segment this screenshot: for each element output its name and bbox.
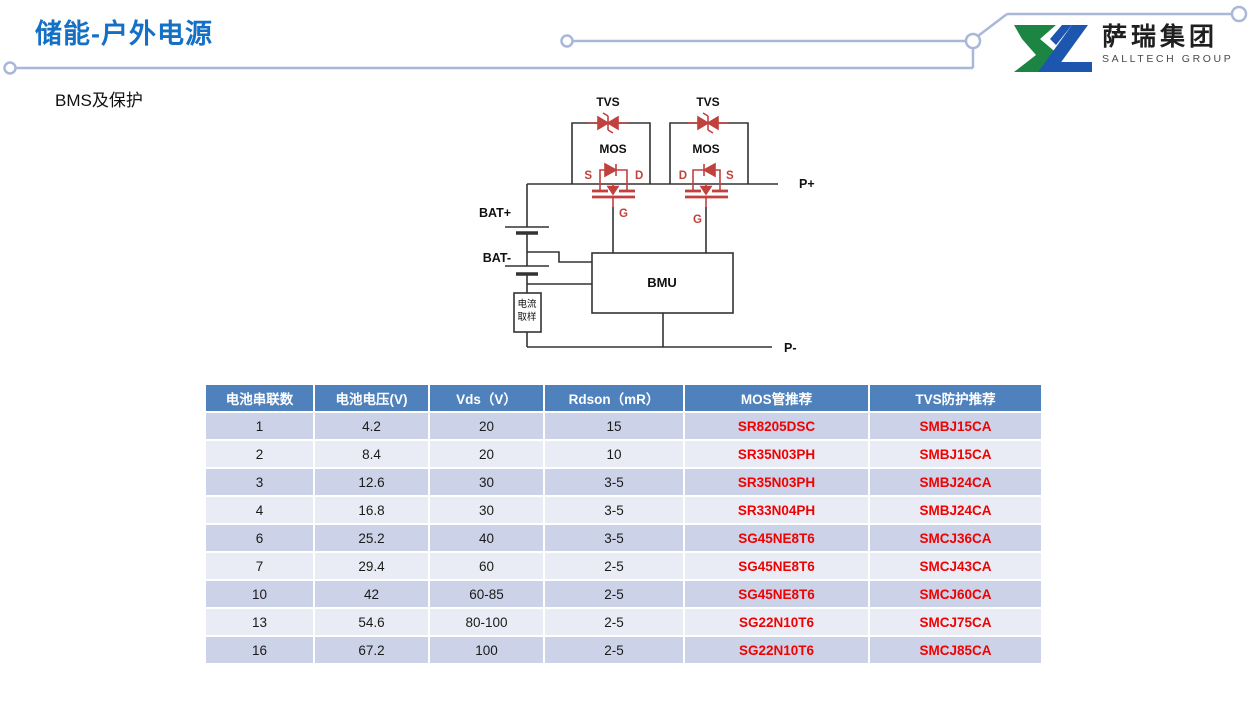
table-cell: 10: [545, 441, 683, 467]
source-label: S: [584, 170, 592, 182]
table-cell: 67.2: [315, 637, 428, 663]
table-cell: 42: [315, 581, 428, 607]
table-cell: 6: [206, 525, 313, 551]
mos-label: MOS: [599, 142, 626, 156]
table-cell: 10: [206, 581, 313, 607]
table-cell: 1: [206, 413, 313, 439]
logo-company-name: 萨瑞集团: [1102, 23, 1219, 51]
table-cell: 2-5: [545, 553, 683, 579]
bmu-box: [591, 252, 734, 314]
p-minus-label: P-: [784, 341, 797, 355]
table-cell: 100: [430, 637, 543, 663]
table-cell: 20: [430, 413, 543, 439]
tvs-label: TVS: [596, 95, 619, 109]
table-cell: SMCJ75CA: [870, 609, 1041, 635]
table-cell: SMCJ36CA: [870, 525, 1041, 551]
logo-mark-icon: [1014, 25, 1092, 72]
table-cell: 30: [430, 469, 543, 495]
table-cell: SG45NE8T6: [685, 581, 868, 607]
table-cell: SR33N04PH: [685, 497, 868, 523]
table-cell: 2-5: [545, 581, 683, 607]
table-cell: SMCJ85CA: [870, 637, 1041, 663]
table-cell: 4: [206, 497, 313, 523]
p-plus-label: P+: [799, 177, 815, 191]
source-label: S: [726, 170, 734, 182]
tvs-diode-symbol: [688, 112, 728, 134]
table-cell: 16.8: [315, 497, 428, 523]
circuit-wires: [505, 122, 778, 348]
table-cell: SMBJ24CA: [870, 497, 1041, 523]
table-cell: SG45NE8T6: [685, 553, 868, 579]
mos-label: MOS: [692, 142, 719, 156]
logo-company-name-en: SALLTECH GROUP: [1102, 52, 1234, 65]
drain-label: D: [635, 170, 643, 182]
table-cell: 2: [206, 441, 313, 467]
table-cell: SMCJ43CA: [870, 553, 1041, 579]
table-cell: SR35N03PH: [685, 441, 868, 467]
bat-minus-label: BAT-: [483, 251, 511, 265]
table-cell: SG22N10T6: [685, 609, 868, 635]
column-header: 电池串联数: [206, 385, 313, 411]
table-cell: 3: [206, 469, 313, 495]
table-cell: 40: [430, 525, 543, 551]
mosfet-symbol: [685, 162, 728, 207]
table-cell: 2-5: [545, 609, 683, 635]
table-cell: SMBJ15CA: [870, 441, 1041, 467]
table-cell: 60-85: [430, 581, 543, 607]
table-cell: 80-100: [430, 609, 543, 635]
bat-plus-label: BAT+: [479, 206, 511, 220]
tvs-diode-symbol: [588, 112, 628, 134]
current-sense-label-line1: 电流: [517, 298, 537, 310]
table-cell: SG22N10T6: [685, 637, 868, 663]
table-cell: 8.4: [315, 441, 428, 467]
table-cell: SMBJ24CA: [870, 469, 1041, 495]
table-cell: 4.2: [315, 413, 428, 439]
column-header: Rdson（mR）: [545, 385, 683, 411]
table-cell: 25.2: [315, 525, 428, 551]
column-header: Vds（V）: [430, 385, 543, 411]
table-cell: 2-5: [545, 637, 683, 663]
table-cell: 30: [430, 497, 543, 523]
table-cell: SMCJ60CA: [870, 581, 1041, 607]
mosfet-symbol: [592, 162, 635, 207]
logo-text: 萨瑞集团 SALLTECH GROUP: [1102, 23, 1234, 65]
page-title: 储能-户外电源: [35, 19, 213, 49]
current-sense-label-line2: 取样: [517, 311, 536, 323]
table-cell: SR8205DSC: [685, 413, 868, 439]
table-cell: 54.6: [315, 609, 428, 635]
drain-label: D: [679, 170, 687, 182]
table-cell: 20: [430, 441, 543, 467]
table-cell: 60: [430, 553, 543, 579]
column-header: TVS防护推荐: [870, 385, 1041, 411]
table-cell: SR35N03PH: [685, 469, 868, 495]
table-cell: SG45NE8T6: [685, 525, 868, 551]
logo: 萨瑞集团 SALLTECH GROUP: [1014, 23, 1234, 74]
table-cell: 3-5: [545, 469, 683, 495]
table-cell: 13: [206, 609, 313, 635]
table-cell: 29.4: [315, 553, 428, 579]
table-cell: 7: [206, 553, 313, 579]
table-cell: 3-5: [545, 497, 683, 523]
battery-plates: [516, 231, 538, 276]
gate-label: G: [619, 208, 628, 220]
table-cell: 12.6: [315, 469, 428, 495]
bmu-label: BMU: [647, 275, 677, 290]
column-header: 电池电压(V): [315, 385, 428, 411]
table-cell: SMBJ15CA: [870, 413, 1041, 439]
gate-label: G: [693, 214, 702, 226]
table-cell: 15: [545, 413, 683, 439]
table-cell: 3-5: [545, 525, 683, 551]
tvs-label: TVS: [696, 95, 719, 109]
table-cell: 16: [206, 637, 313, 663]
column-header: MOS管推荐: [685, 385, 868, 411]
section-subtitle: BMS及保护: [55, 91, 143, 110]
current-sense-box: [513, 292, 542, 333]
